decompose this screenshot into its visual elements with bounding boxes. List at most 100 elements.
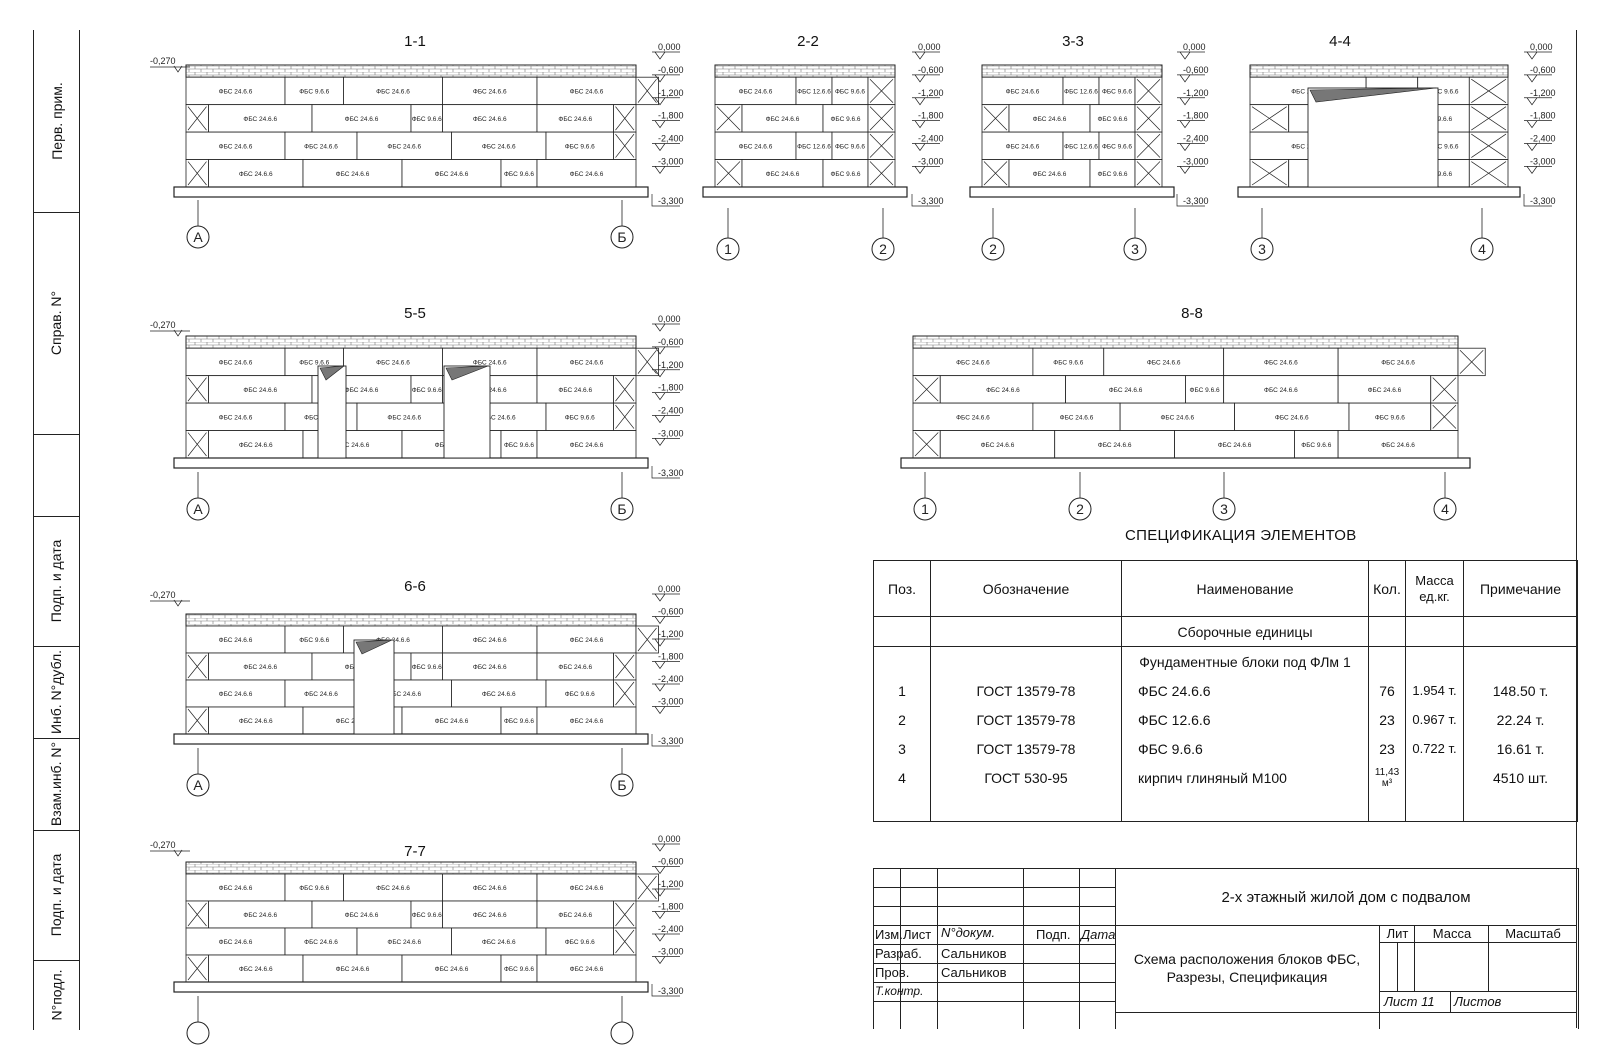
spec-h-massa: Масса ед.кг. [1405, 560, 1464, 617]
block-label: ФБС 24.6.6 [304, 143, 338, 150]
level-mark: 0,000 [918, 42, 941, 52]
level-arrow [1177, 120, 1205, 129]
level-mark-bottom: -3,300 [658, 196, 684, 206]
tb-massa: Масса [1432, 926, 1472, 941]
level-arrow [912, 97, 940, 106]
title-block: 2-х этажный жилой дом с подвалом Схема р… [873, 868, 1579, 1029]
block-label: ФБС 24.6.6 [1160, 414, 1194, 421]
block-label: ФБС 24.6.6 [336, 442, 370, 449]
block-label: ФБС 24.6.6 [243, 664, 277, 671]
level-mark-bottom: -3,300 [1530, 196, 1556, 206]
fbs-block [1223, 375, 1339, 404]
block-label: ФБС 9.6.6 [412, 387, 442, 394]
block-label: ФБС 24.6.6 [956, 359, 990, 366]
axis-bubble [186, 773, 210, 797]
level-arrow [652, 346, 680, 355]
level-mark: -1,200 [658, 88, 684, 98]
block-cross [716, 161, 741, 186]
tb-masshtab: Масштаб [1505, 926, 1561, 941]
block-cross [1251, 106, 1287, 131]
level-arrow [652, 956, 680, 965]
block-label: ФБС 24.6.6 [558, 387, 592, 394]
block-label: ФБС 9.6.6 [1428, 88, 1458, 95]
spec-h-pos: Поз. [873, 560, 931, 617]
fbs-block [185, 873, 286, 902]
fbs-block [545, 402, 614, 431]
level-mark: -3,000 [1183, 156, 1209, 166]
spec-group-row: Сборочные единицы [873, 616, 1578, 647]
brick-band [185, 861, 637, 875]
level-arrow [652, 683, 680, 692]
block-cross [869, 133, 894, 158]
block-label: ФБС 24.6.6 [239, 442, 273, 449]
spec-naim: кирпич глиняный М100 [1121, 763, 1369, 792]
level-mark: -2,400 [1183, 134, 1209, 144]
spec-oboz: ГОСТ 13579-78 [930, 676, 1122, 705]
frame-right-line [1576, 30, 1577, 1028]
opening-lintel-wedge [355, 639, 393, 655]
fbs-block [208, 159, 304, 188]
block-cross [1471, 106, 1507, 131]
block-label: ФБС 24.6.6 [219, 88, 253, 95]
level-mark: -0,600 [658, 65, 684, 75]
stamp-cell-blank [34, 434, 79, 517]
level-arrow-bottom [651, 194, 680, 207]
block-label: ФБС 9.6.6 [830, 116, 860, 123]
axis-label: А [193, 229, 203, 245]
level-arrow [1524, 51, 1552, 60]
section-title-5-5: 5-5 [404, 305, 426, 322]
block-label: ФБС 24.6.6 [376, 885, 410, 892]
block-label: ФБС 9.6.6 [504, 966, 534, 973]
block-cross [1471, 78, 1507, 103]
fbs-block [1054, 430, 1175, 459]
level-arrow [1524, 97, 1552, 106]
axis-label: Б [617, 777, 626, 793]
block-cross [187, 432, 207, 457]
block-label: ФБС 24.6.6 [219, 414, 253, 421]
tb-prov: Пров. [875, 965, 910, 980]
block-label: ФБС 24.6.6 [766, 171, 800, 178]
axis-bubble [981, 237, 1005, 261]
level-mark: -3,000 [1530, 156, 1556, 166]
level-mark-bottom: -3,300 [658, 468, 684, 478]
block-cross [1136, 161, 1161, 186]
fbs-block [1032, 347, 1105, 377]
level-mark-top: -0,270 [150, 840, 176, 850]
spec-kol: 11,43 м³ [1368, 763, 1406, 792]
spec-massa: 1.954 т. [1405, 676, 1464, 705]
block-label: ФБС 24.6.6 [435, 718, 469, 725]
block-label: ФБС 9.6.6 [565, 691, 595, 698]
fbs-block [185, 131, 286, 160]
fbs-block [442, 652, 538, 681]
block-cross [716, 106, 741, 131]
spec-empty-row [873, 792, 1578, 822]
level-arrow [1524, 143, 1552, 152]
footing-slab [702, 186, 908, 198]
level-mark: -1,800 [1530, 111, 1556, 121]
axis-label: 3 [1131, 241, 1139, 257]
level-arrow [1524, 120, 1552, 129]
level-arrow-top [150, 329, 190, 337]
fbs-block [410, 652, 443, 681]
block-cross [615, 654, 635, 679]
level-mark: -1,800 [658, 111, 684, 121]
tb-lit: Лит [1386, 926, 1409, 941]
fbs-block [442, 873, 538, 902]
level-arrow [652, 369, 680, 378]
fbs-block [1294, 430, 1339, 459]
fbs-block [208, 954, 304, 983]
block-label: ФБС 24.6.6 [1109, 387, 1143, 394]
fbs-block [356, 131, 452, 160]
fbs-block [1032, 402, 1121, 431]
block-label: ФБС 9.6.6 [412, 664, 442, 671]
spec-h-naim: Наименование [1121, 560, 1369, 617]
block-label: ФБС 24.6.6 [304, 691, 338, 698]
block-cross [1432, 377, 1457, 402]
level-mark: -1,200 [1530, 88, 1556, 98]
block-label: ФБС 24.6.6 [570, 637, 604, 644]
block-cross [869, 106, 894, 131]
level-mark: -1,200 [658, 360, 684, 370]
level-mark: 0,000 [658, 584, 681, 594]
level-arrow [912, 166, 940, 174]
block-label: ФБС 24.6.6 [1006, 143, 1040, 150]
